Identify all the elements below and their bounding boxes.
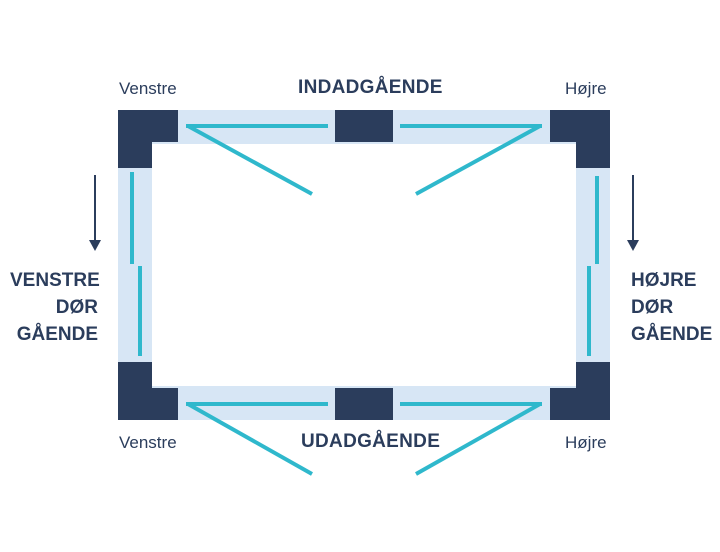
label-left-side: VENSTRE DØR GÅENDE (10, 267, 100, 348)
corner-top-left (118, 110, 178, 168)
side-doors (130, 172, 599, 356)
label-top-center: INDADGÅENDE (298, 77, 443, 98)
right-direction-arrow (627, 175, 639, 251)
inward-door-right-swing (415, 124, 541, 196)
label-right-side-line-1: HØJRE (631, 270, 697, 291)
inward-doors (186, 124, 542, 196)
label-right-side-line-2: DØR (631, 297, 674, 318)
corner-bottom-left (118, 362, 178, 420)
label-bottom-left: Venstre (119, 433, 177, 452)
label-bottom-right: Højre (565, 433, 607, 452)
outward-door-right-swing (415, 402, 541, 476)
label-left-side-line-1: VENSTRE (10, 270, 100, 291)
corner-top-right (550, 110, 610, 168)
left-direction-arrow (89, 175, 101, 251)
label-right-side: HØJRE DØR GÅENDE (631, 267, 716, 348)
label-top-left: Venstre (119, 79, 177, 98)
inward-door-left-swing (187, 124, 313, 196)
label-top-right: Højre (565, 79, 607, 98)
label-left-side-line-3: GÅENDE (16, 324, 98, 345)
outward-door-left-swing (187, 402, 313, 476)
center-block-bottom (335, 388, 393, 420)
frame-left-band (118, 140, 152, 390)
outward-doors (186, 402, 542, 476)
label-bottom-center: UDADGÅENDE (301, 431, 441, 452)
corner-bottom-right (550, 362, 610, 420)
label-left-side-line-2: DØR (55, 297, 98, 318)
label-right-side-line-3: GÅENDE (631, 324, 713, 345)
center-block-top (335, 110, 393, 142)
frame-right-band (576, 140, 610, 390)
